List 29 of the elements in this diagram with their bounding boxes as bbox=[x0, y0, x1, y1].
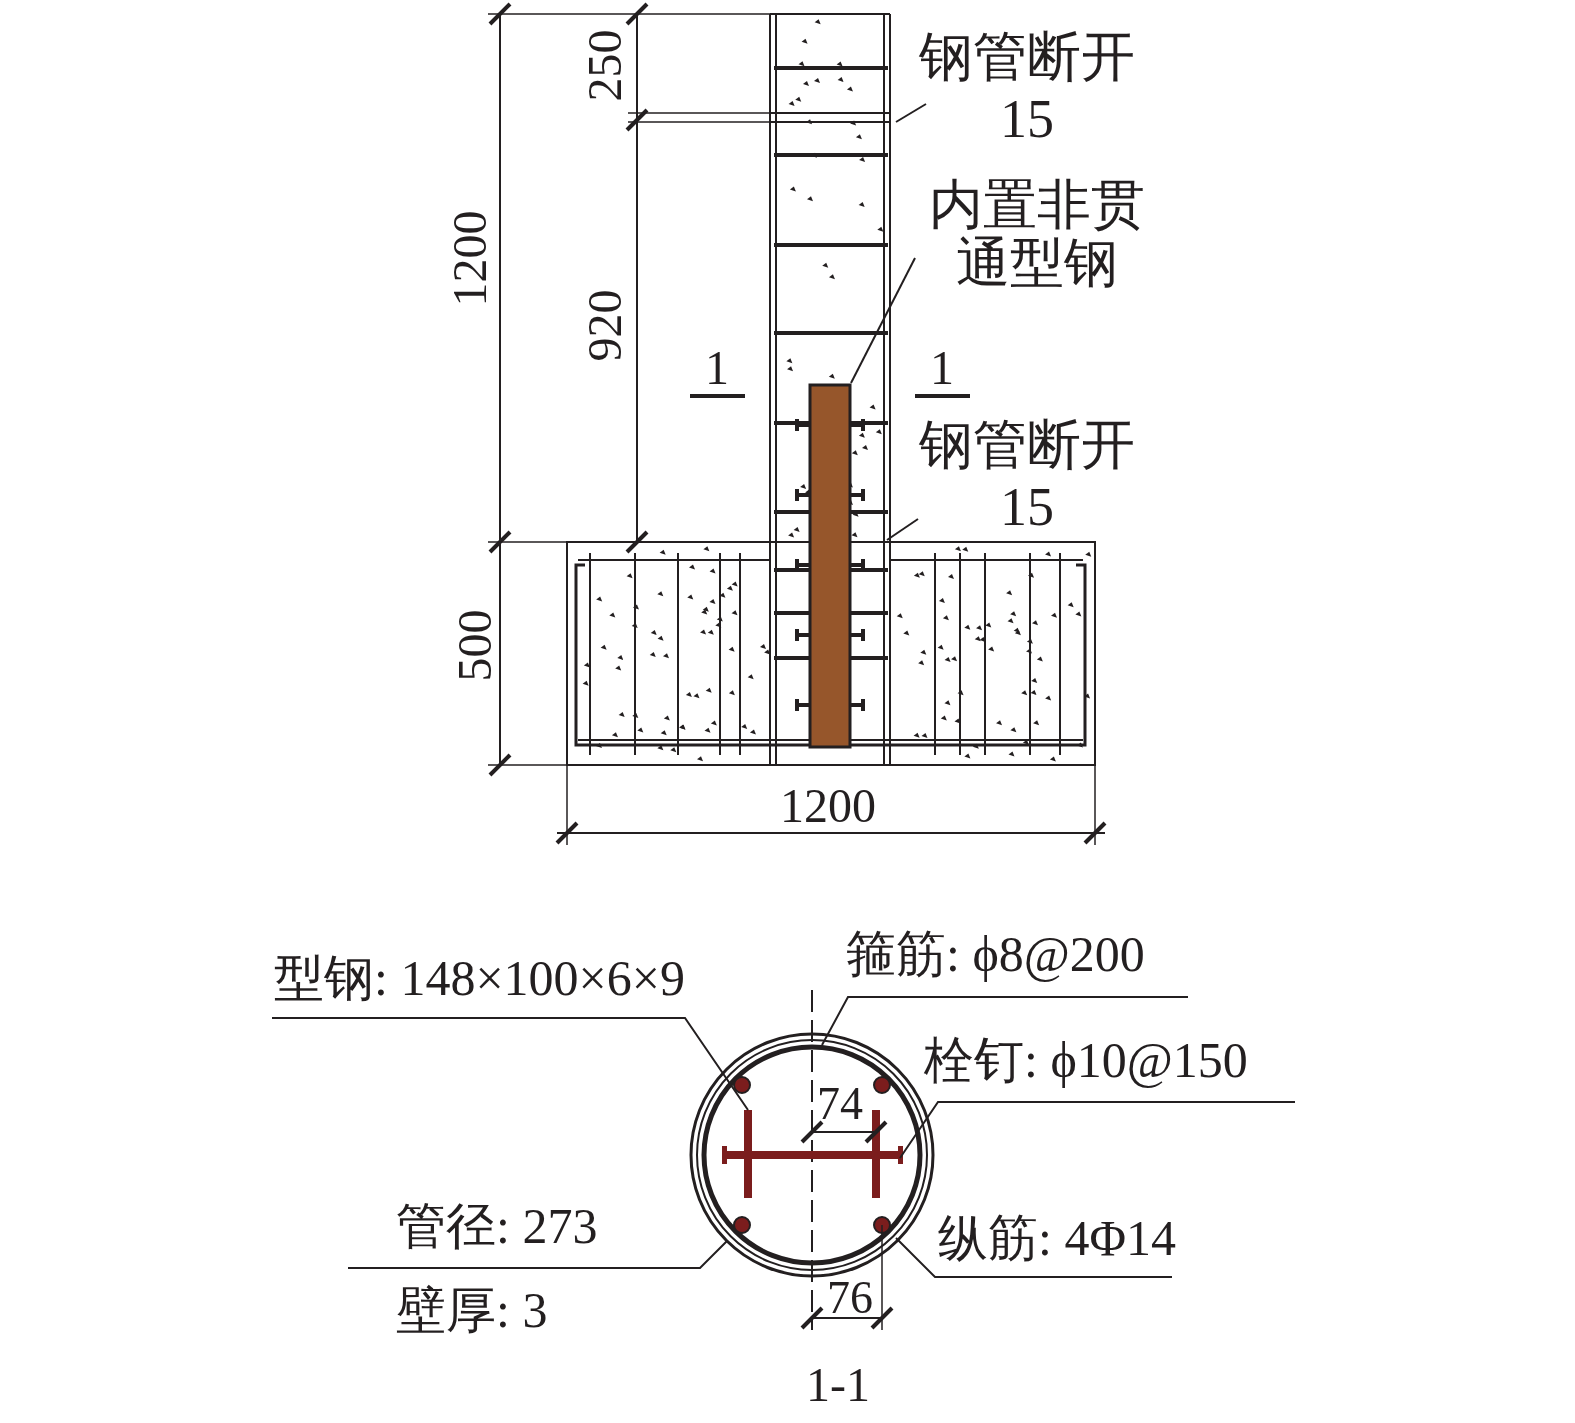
callout-subtext: 15 bbox=[1000, 88, 1054, 151]
callout-text: 纵筋: 4Φ14 bbox=[938, 1210, 1176, 1268]
callout-subtext: 壁厚: 3 bbox=[396, 1281, 549, 1339]
section-label: 1 bbox=[705, 341, 729, 395]
dimension-text: 250 bbox=[578, 28, 632, 101]
leader-line bbox=[347, 1240, 728, 1269]
section-label: 1 bbox=[930, 341, 954, 395]
callout-text: 钢管断开 bbox=[919, 26, 1135, 89]
caption-text: 1-1 bbox=[806, 1358, 870, 1412]
dimension-text: 1200 bbox=[780, 779, 876, 833]
dimension-text: 1200 bbox=[443, 209, 497, 306]
leader-line bbox=[821, 996, 1189, 1046]
leader-line bbox=[899, 1101, 1296, 1159]
leader-line bbox=[895, 103, 927, 123]
callout-text: 管径: 273 bbox=[396, 1198, 598, 1256]
callout-text: 栓钉: ϕ10@150 bbox=[924, 1032, 1248, 1090]
dimension-text: 74 bbox=[817, 1078, 863, 1130]
callout-text: 钢管断开 bbox=[919, 414, 1135, 477]
callout-text: 型钢: 148×100×6×9 bbox=[274, 950, 685, 1008]
dimension-text: 920 bbox=[578, 288, 632, 361]
leader-line bbox=[886, 518, 919, 541]
callout-subtext: 15 bbox=[1000, 476, 1054, 539]
leader-line bbox=[850, 257, 916, 384]
callout-text: 内置非贯通型钢 bbox=[928, 176, 1146, 293]
dimension-text: 500 bbox=[448, 608, 502, 681]
dimension-text: 76 bbox=[827, 1272, 873, 1324]
leader-line bbox=[271, 1017, 749, 1111]
callout-text: 箍筋: ϕ8@200 bbox=[846, 926, 1145, 984]
leader-line bbox=[895, 1237, 1173, 1278]
